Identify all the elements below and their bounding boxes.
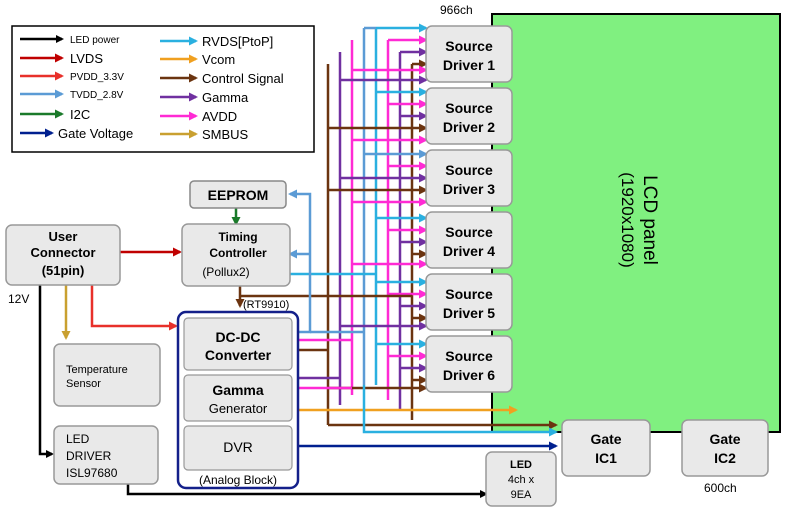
- led-driver-title: LED: [66, 432, 90, 446]
- analog-block: DC-DC Converter Gamma Generator DVR (Ana…: [176, 310, 300, 490]
- source-driver-2-title: Source: [445, 100, 493, 116]
- source-driver-4-title: Source: [445, 224, 493, 240]
- lcd-panel-resolution: (1920x1080): [618, 172, 637, 267]
- source-driver-6: [425, 335, 513, 393]
- source-driver-1: [425, 25, 513, 83]
- source-driver-2: [425, 87, 513, 145]
- dcdc-converter-box: [183, 317, 293, 371]
- source-driver-6-name: Driver 6: [443, 367, 495, 383]
- supply-12v-label: 12V: [8, 292, 29, 306]
- source-driver-3: [425, 149, 513, 207]
- legend: LED power LVDS PVDD_3.3V TVDD_2.8V I2C G…: [11, 25, 315, 153]
- timing-controller-title-2: Controller: [209, 246, 267, 260]
- gamma-generator-title: Gamma: [212, 382, 264, 398]
- dvr-label: DVR: [223, 439, 253, 455]
- source-driver-4-name: Driver 4: [443, 243, 495, 259]
- legend-control: Control Signal: [202, 71, 284, 86]
- legend-rvds: RVDS[PtoP]: [202, 34, 273, 49]
- source-driver-3-name: Driver 3: [443, 181, 495, 197]
- lcd-panel-label: LCD panel (1920x1080): [618, 172, 660, 267]
- source-driver-1-name: Driver 1: [443, 57, 495, 73]
- led-driver-part: ISL97680: [66, 466, 118, 480]
- legend-tvdd: TVDD_2.8V: [70, 90, 124, 101]
- gate-ic-1-box: Gate IC1: [561, 419, 651, 477]
- rt9910-label: (RT9910): [243, 299, 289, 311]
- gate-ic-1-name: IC1: [595, 450, 617, 466]
- user-connector-title-2: Connector: [31, 245, 96, 260]
- eeprom-box: EEPROM: [189, 180, 287, 209]
- source-driver-5: [425, 273, 513, 331]
- source-driver-1-title: Source: [445, 38, 493, 54]
- analog-block-label: (Analog Block): [199, 473, 277, 487]
- channel-count-bottom: 600ch: [704, 481, 737, 495]
- timing-controller-title: Timing: [218, 230, 257, 244]
- dvr-box: [183, 425, 293, 471]
- dcdc-converter-title: DC-DC: [215, 329, 260, 345]
- eeprom-label: EEPROM: [208, 187, 269, 203]
- gamma-generator-box: [183, 374, 293, 422]
- temperature-sensor-box: Temperature Sensor: [53, 343, 161, 407]
- source-driver-6-title: Source: [445, 348, 493, 364]
- legend-smbus: SMBUS: [202, 127, 249, 142]
- user-connector-title: User: [49, 229, 78, 244]
- legend-gate-voltage: Gate Voltage: [58, 126, 133, 141]
- source-driver-4: [425, 211, 513, 269]
- led-channels: 4ch x: [508, 474, 535, 486]
- lcd-panel-title: LCD panel: [639, 175, 660, 265]
- temperature-sensor-title-2: Sensor: [66, 378, 101, 390]
- source-driver-bus: [326, 28, 414, 425]
- channel-count-top: 966ch: [440, 3, 473, 17]
- dcdc-converter-title-2: Converter: [205, 347, 272, 363]
- gate-ic-1-title: Gate: [590, 431, 621, 447]
- user-connector-box: User Connector (51pin): [5, 224, 121, 286]
- led-driver-title-2: DRIVER: [66, 449, 112, 463]
- legend-led-power: LED power: [70, 35, 120, 46]
- legend-avdd: AVDD: [202, 109, 237, 124]
- timing-controller-part: (Pollux2): [202, 265, 249, 279]
- legend-lvds: LVDS: [70, 51, 103, 66]
- legend-i2c: I2C: [70, 107, 90, 122]
- user-connector-pins: (51pin): [42, 263, 85, 278]
- gate-ic-2-title: Gate: [709, 431, 740, 447]
- legend-vcom: Vcom: [202, 52, 235, 67]
- led-driver-box: LED DRIVER ISL97680: [53, 425, 159, 485]
- source-driver-5-name: Driver 5: [443, 305, 495, 321]
- gate-ic-2-box: Gate IC2: [681, 419, 769, 477]
- temperature-sensor-title: Temperature: [66, 364, 128, 376]
- lcd-panel: [491, 13, 781, 433]
- led-box: LED 4ch x 9EA: [485, 451, 557, 507]
- source-drivers: Source Driver 1 Source Driver 2 Source D…: [425, 25, 513, 393]
- timing-controller-box: Timing Controller (Pollux2): [181, 223, 291, 287]
- gamma-generator-title-2: Generator: [209, 401, 268, 416]
- legend-pvdd: PVDD_3.3V: [70, 72, 124, 83]
- source-driver-2-name: Driver 2: [443, 119, 495, 135]
- led-title: LED: [510, 459, 532, 471]
- source-driver-3-title: Source: [445, 162, 493, 178]
- source-driver-5-title: Source: [445, 286, 493, 302]
- led-count: 9EA: [511, 489, 532, 501]
- legend-gamma: Gamma: [202, 90, 249, 105]
- gate-ic-2-name: IC2: [714, 450, 736, 466]
- legend-box: [11, 25, 315, 153]
